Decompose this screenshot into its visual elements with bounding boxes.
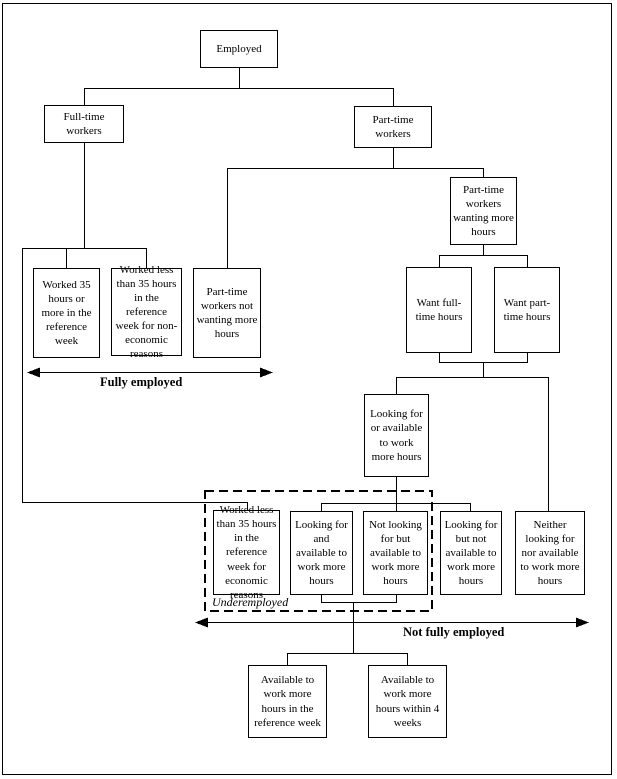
not-fully-employed-arrow [195, 617, 589, 628]
node-available-reference-week: Available to work more hours in the refe… [248, 665, 327, 738]
node-worked-less-non-economic: Worked less than 35 hours in the referen… [111, 264, 182, 360]
node-part-time-workers: Part-time workers [354, 106, 432, 148]
node-pt-workers-wanting-more-hours: Part-time workers wanting more hours [450, 177, 517, 245]
not-fully-employed-label: Not fully employed [403, 625, 505, 639]
node-want-part-time-hours: Want part-time hours [494, 267, 560, 353]
node-looking-and-available: Looking for and available to work more h… [290, 511, 353, 595]
node-pt-workers-not-wanting-more-hours: Part-time workers not wanting more hours [193, 268, 261, 358]
node-full-time-workers: Full-time workers [44, 105, 124, 143]
node-want-full-time-hours: Want full-time hours [406, 267, 472, 353]
page-border [2, 3, 612, 775]
node-worked-35-hours-or-more: Worked 35 hours or more in the reference… [33, 268, 100, 358]
node-looking-but-not-available: Looking for but not available to work mo… [440, 511, 502, 595]
underemployed-label: Underemployed [212, 595, 289, 609]
underemployed-dashed-box [204, 490, 433, 612]
node-neither-looking-nor-available: Neither looking for nor available to wor… [515, 511, 585, 595]
fully-employed-label: Fully employed [100, 375, 183, 389]
node-worked-less-economic: Worked less than 35 hours in the referen… [213, 504, 280, 601]
node-employed: Employed [200, 30, 278, 68]
fully-employed-arrow [27, 367, 273, 378]
node-looking-or-available: Looking for or available to work more ho… [364, 394, 429, 477]
node-available-within-4-weeks: Available to work more hours within 4 we… [368, 665, 447, 738]
node-not-looking-but-available: Not looking for but available to work mo… [363, 511, 428, 595]
